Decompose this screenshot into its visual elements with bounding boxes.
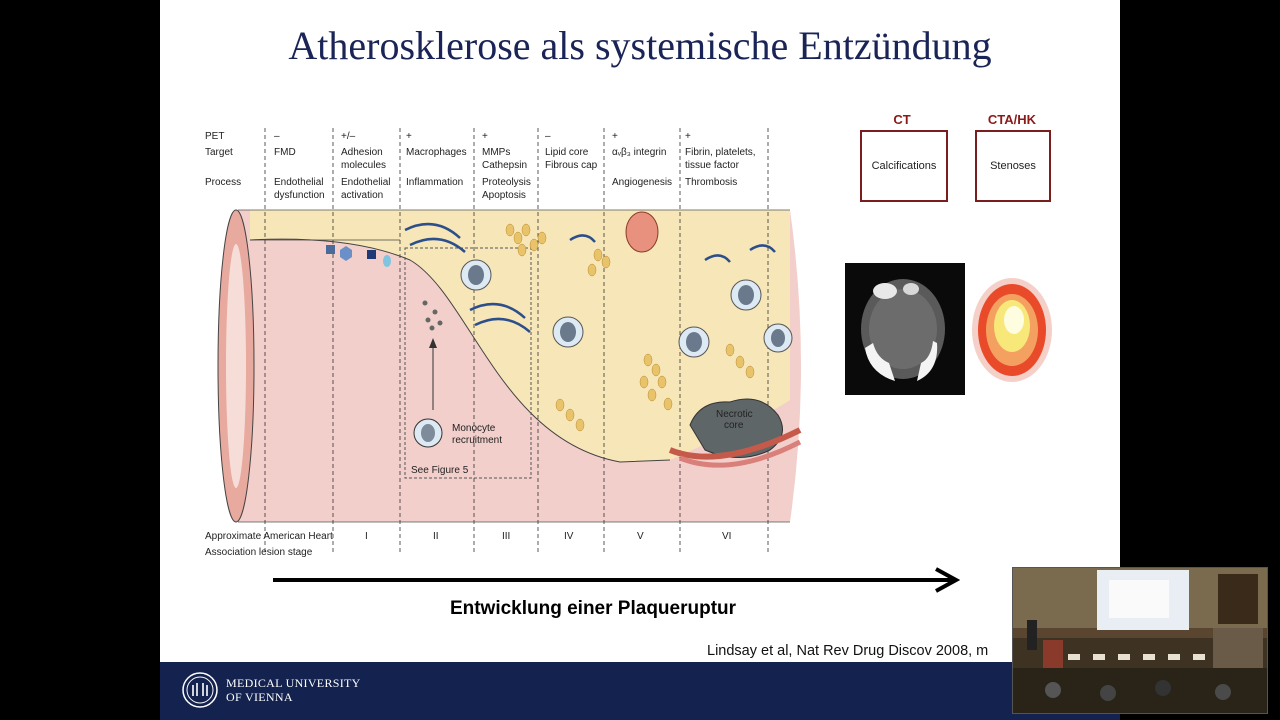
plaque-cross-section-image: [968, 272, 1060, 388]
footer-bar: MEDICAL UNIVERSITY OF VIENNA: [160, 662, 1120, 720]
svg-text:–: –: [274, 131, 280, 142]
svg-text:Inflammation: Inflammation: [406, 177, 463, 188]
svg-text:–: –: [545, 131, 551, 142]
row-label-target: Target: [205, 147, 233, 158]
svg-text:dysfunction: dysfunction: [274, 190, 325, 201]
stage-VI: VI: [722, 531, 731, 542]
cta-box-text: Stenoses: [990, 160, 1036, 172]
monocyte-label: Monocyte: [452, 423, 496, 434]
necrotic-label-2: core: [724, 420, 744, 431]
svg-text:+: +: [612, 131, 618, 142]
arrow-head-icon: [932, 567, 960, 593]
see-figure-label: See Figure 5: [411, 465, 469, 476]
svg-text:MMPs: MMPs: [482, 147, 510, 158]
stage-II: II: [433, 531, 439, 542]
svg-text:Macrophages: Macrophages: [406, 147, 467, 158]
atherosclerosis-diagram: PET Target Process – FMD Endothelial dys…: [200, 120, 820, 560]
reference: Lindsay et al, Nat Rev Drug Discov 2008,…: [707, 643, 988, 659]
column-4: + MMPs Cathepsin Proteolysis Apoptosis: [482, 131, 531, 201]
svg-text:activation: activation: [341, 190, 383, 201]
stage-label: Approximate American Heart: [205, 531, 333, 542]
cta-box: Stenoses: [975, 130, 1051, 202]
column-7: + Fibrin, platelets, tissue factor Throm…: [685, 131, 756, 188]
svg-text:tissue factor: tissue factor: [685, 160, 740, 171]
column-2: +/– Adhesion molecules Endothelial activ…: [341, 131, 390, 201]
progression-arrow: [273, 578, 953, 582]
svg-text:Lipid core: Lipid core: [545, 147, 589, 158]
svg-text:Fibrin, platelets,: Fibrin, platelets,: [685, 147, 756, 158]
column-3: + Macrophages Inflammation: [406, 131, 467, 188]
org-line-1: MEDICAL UNIVERSITY: [226, 676, 361, 690]
row-label-pet: PET: [205, 131, 224, 142]
ct-box: Calcifications: [860, 130, 948, 202]
svg-text:+/–: +/–: [341, 131, 356, 142]
ct-label: CT: [857, 112, 947, 127]
column-1: – FMD Endothelial dysfunction: [274, 131, 325, 201]
svg-text:Endothelial: Endothelial: [274, 177, 323, 188]
slide-title: Atherosklerose als systemische Entzündun…: [160, 22, 1120, 69]
svg-text:Cathepsin: Cathepsin: [482, 160, 527, 171]
monocyte-label-2: recruitment: [452, 435, 502, 446]
arrow-caption: Entwicklung einer Plaqueruptur: [160, 598, 1026, 620]
blood-cell-icon: [626, 212, 658, 252]
cta-label: CTA/HK: [967, 112, 1057, 127]
svg-text:+: +: [482, 131, 488, 142]
necrotic-label: Necrotic: [716, 409, 753, 420]
stage-III: III: [502, 531, 510, 542]
svg-text:FMD: FMD: [274, 147, 296, 158]
org-line-2: OF VIENNA: [226, 690, 361, 704]
stage-IV: IV: [564, 531, 574, 542]
speaker-video-thumbnail: [1012, 567, 1268, 714]
org-name: MEDICAL UNIVERSITY OF VIENNA: [226, 676, 361, 704]
svg-text:Apoptosis: Apoptosis: [482, 190, 526, 201]
column-6: + αᵥβ₃ integrin Angiogenesis: [612, 131, 672, 188]
svg-text:Angiogenesis: Angiogenesis: [612, 177, 672, 188]
svg-text:Thrombosis: Thrombosis: [685, 177, 737, 188]
svg-text:molecules: molecules: [341, 160, 386, 171]
stage-I: I: [365, 531, 368, 542]
row-label-process: Process: [205, 177, 241, 188]
university-seal-icon: [182, 672, 218, 708]
svg-text:Endothelial: Endothelial: [341, 177, 390, 188]
svg-text:Proteolysis: Proteolysis: [482, 177, 531, 188]
svg-text:Adhesion: Adhesion: [341, 147, 383, 158]
stage-V: V: [637, 531, 644, 542]
stage-label-2: Association lesion stage: [205, 547, 313, 558]
svg-text:+: +: [406, 131, 412, 142]
slide: Atherosklerose als systemische Entzündun…: [160, 0, 1120, 720]
svg-text:+: +: [685, 131, 691, 142]
svg-text:Fibrous cap: Fibrous cap: [545, 160, 598, 171]
ct-scan-image: [845, 263, 965, 395]
svg-text:αᵥβ₃ integrin: αᵥβ₃ integrin: [612, 147, 666, 158]
ct-box-text: Calcifications: [872, 160, 937, 172]
column-5: – Lipid core Fibrous cap: [545, 131, 598, 171]
